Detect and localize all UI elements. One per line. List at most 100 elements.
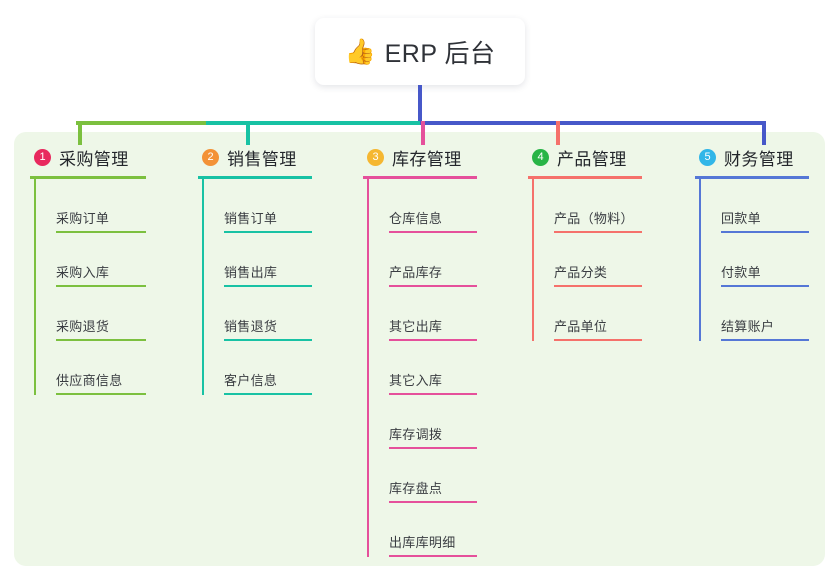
- branch-drop-line-2: [246, 121, 250, 145]
- branch-title-3: 库存管理: [392, 149, 462, 169]
- child-node-underline: [224, 393, 312, 395]
- branch-children-4: 产品（物料） 产品分类产品单位: [528, 179, 642, 341]
- child-node-label: 采购入库: [56, 265, 110, 280]
- thumbs-up-emoji: 👍: [344, 37, 376, 66]
- branch-badge-3: 3: [367, 148, 384, 166]
- child-node-label: 仓库信息: [389, 211, 443, 226]
- branches-panel: [14, 132, 825, 566]
- child-node[interactable]: 产品库存: [367, 233, 477, 287]
- child-node-underline: [224, 285, 312, 287]
- child-node-underline: [389, 393, 477, 395]
- branch-children-2: 销售订单销售出库销售退货客户信息: [198, 179, 312, 395]
- branch-drop-line-4: [556, 121, 560, 145]
- connector-bar-segment-2: [206, 121, 420, 125]
- child-node[interactable]: 出库库明细: [367, 503, 477, 557]
- child-node-label: 其它出库: [389, 319, 443, 334]
- branch-title-5: 财务管理: [724, 149, 794, 169]
- branch-badge-2: 2: [202, 148, 219, 166]
- branch-underline-4: [528, 176, 642, 179]
- child-node-label: 采购退货: [56, 319, 110, 334]
- connector-bar-segment-3: [420, 121, 762, 125]
- child-node[interactable]: 采购入库: [34, 233, 146, 287]
- child-node-label: 产品（物料）: [554, 211, 634, 226]
- child-node-underline: [224, 339, 312, 341]
- child-node-underline: [721, 339, 809, 341]
- branch-badge-1: 1: [34, 148, 51, 166]
- child-node-underline: [56, 285, 146, 287]
- branch-4[interactable]: 4 产品管理产品（物料） 产品分类产品单位: [528, 144, 642, 341]
- branch-drop-line-5: [762, 121, 766, 145]
- child-node-underline: [56, 339, 146, 341]
- child-node[interactable]: 回款单: [699, 179, 809, 233]
- branch-underline-5: [695, 176, 809, 179]
- branch-underline-2: [198, 176, 312, 179]
- branch-children-1: 采购订单采购入库采购退货供应商信息: [30, 179, 146, 395]
- child-node-underline: [389, 285, 477, 287]
- child-node-label: 出库库明细: [389, 535, 456, 550]
- child-node-underline: [389, 231, 477, 233]
- child-node-label: 采购订单: [56, 211, 110, 226]
- branch-underline-1: [30, 176, 146, 179]
- child-node-label: 结算账户: [721, 319, 775, 334]
- child-node[interactable]: 库存调拨: [367, 395, 477, 449]
- root-node-title: ERP 后台: [384, 39, 496, 68]
- child-node[interactable]: 产品分类: [532, 233, 642, 287]
- branch-header-2[interactable]: 2 销售管理: [198, 144, 312, 170]
- branch-title-4: 产品管理: [557, 149, 627, 169]
- child-node-label: 付款单: [721, 265, 761, 280]
- child-node-underline: [554, 339, 642, 341]
- child-node-label: 库存调拨: [389, 427, 443, 442]
- branch-header-4[interactable]: 4 产品管理: [528, 144, 642, 170]
- child-node[interactable]: 结算账户: [699, 287, 809, 341]
- child-node-underline: [389, 501, 477, 503]
- child-node[interactable]: 销售订单: [202, 179, 312, 233]
- branch-children-5: 回款单付款单结算账户: [695, 179, 809, 341]
- child-node[interactable]: 产品（物料）: [532, 179, 642, 233]
- branch-3[interactable]: 3 库存管理仓库信息产品库存其它出库其它入库库存调拨库存盘点出库库明细: [363, 144, 477, 557]
- child-node-underline: [554, 285, 642, 287]
- branch-spine-4: [532, 179, 534, 341]
- child-node-underline: [554, 231, 642, 233]
- child-node-label: 销售订单: [224, 211, 278, 226]
- branch-spine-3: [367, 179, 369, 557]
- child-node[interactable]: 产品单位: [532, 287, 642, 341]
- child-node[interactable]: 供应商信息: [34, 341, 146, 395]
- branch-badge-4: 4: [532, 148, 549, 166]
- branch-spine-5: [699, 179, 701, 341]
- child-node-label: 库存盘点: [389, 481, 443, 496]
- branch-underline-3: [363, 176, 477, 179]
- child-node[interactable]: 销售退货: [202, 287, 312, 341]
- child-node-label: 产品库存: [389, 265, 443, 280]
- branch-header-1[interactable]: 1 采购管理: [30, 144, 146, 170]
- child-node[interactable]: 客户信息: [202, 341, 312, 395]
- child-node-label: 客户信息: [224, 373, 278, 388]
- branch-title-1: 采购管理: [59, 149, 129, 169]
- child-node-underline: [721, 231, 809, 233]
- child-node[interactable]: 其它入库: [367, 341, 477, 395]
- child-node[interactable]: 销售出库: [202, 233, 312, 287]
- branch-spine-2: [202, 179, 204, 395]
- branch-drop-line-1: [78, 121, 82, 145]
- child-node-label: 其它入库: [389, 373, 443, 388]
- branch-1[interactable]: 1 采购管理采购订单采购入库采购退货供应商信息: [30, 144, 146, 395]
- child-node[interactable]: 采购订单: [34, 179, 146, 233]
- child-node-label: 产品单位: [554, 319, 608, 334]
- child-node[interactable]: 其它出库: [367, 287, 477, 341]
- child-node[interactable]: 仓库信息: [367, 179, 477, 233]
- branch-2[interactable]: 2 销售管理销售订单销售出库销售退货客户信息: [198, 144, 312, 395]
- branch-header-3[interactable]: 3 库存管理: [363, 144, 477, 170]
- child-node[interactable]: 付款单: [699, 233, 809, 287]
- child-node[interactable]: 库存盘点: [367, 449, 477, 503]
- branch-drop-line-3: [421, 121, 425, 145]
- child-node-underline: [224, 231, 312, 233]
- branch-spine-1: [34, 179, 36, 395]
- root-stem-line: [418, 85, 422, 124]
- branch-title-2: 销售管理: [227, 149, 297, 169]
- child-node[interactable]: 采购退货: [34, 287, 146, 341]
- child-node-underline: [56, 231, 146, 233]
- root-node[interactable]: 👍 ERP 后台: [315, 18, 525, 85]
- child-node-underline: [56, 393, 146, 395]
